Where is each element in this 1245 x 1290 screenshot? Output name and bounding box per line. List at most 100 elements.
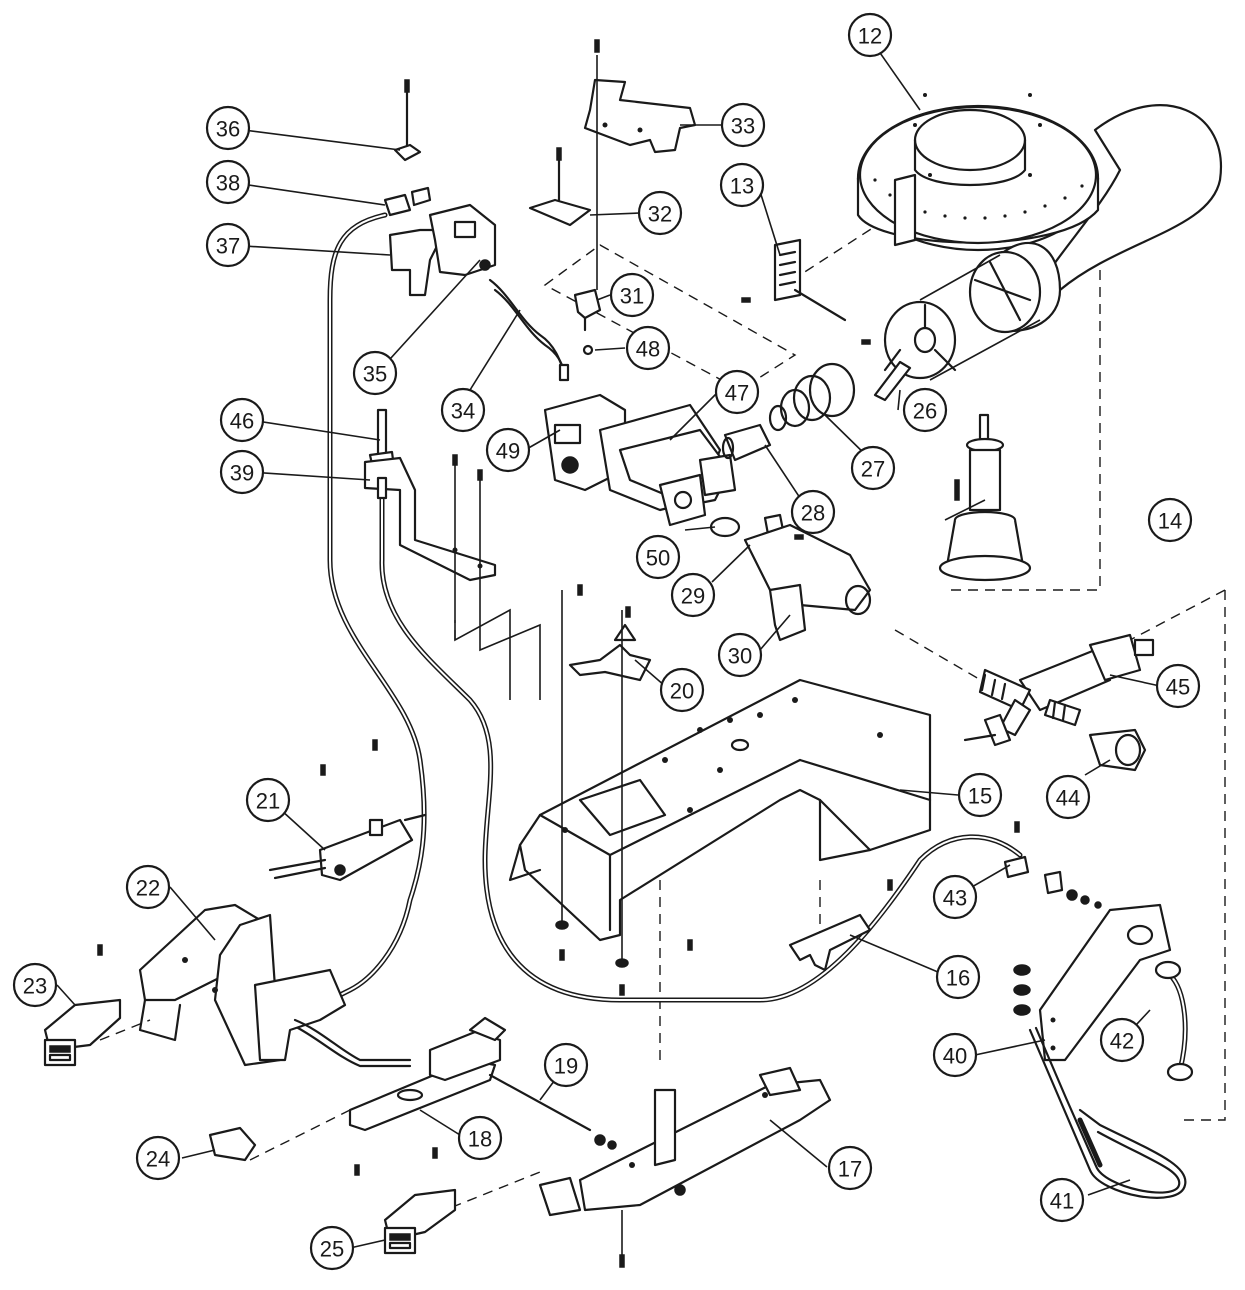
callout-circle [827,1145,873,1191]
callout-47: 47 [714,369,760,415]
callout-28: 28 [790,489,836,535]
nut-part-44 [1088,728,1147,772]
bracket-part-20 [568,584,652,682]
callout-label: 15 [968,784,992,809]
callout-label: 12 [858,24,882,49]
callout-circle [219,397,265,443]
callout-36: 36 [205,105,251,151]
pilot-bracket-part-13 [741,238,847,322]
callout-30: 30 [717,632,763,678]
callout-label: 17 [838,1157,862,1182]
burner-base-part-14 [938,413,1032,582]
callout-label: 25 [320,1237,344,1262]
callout-label: 13 [730,174,754,199]
callout-17: 17 [827,1145,873,1191]
rail-part-18 [348,1016,507,1176]
callout-circle [135,1135,181,1181]
callout-label: 33 [731,114,755,139]
slide-rail-part-17 [538,1066,832,1268]
callout-circle [125,864,171,910]
burner-ring-part-12 [856,93,1223,302]
callout-circle [790,489,836,535]
assembly-dashed-lines [99,219,1226,1221]
callout-circle [352,350,398,396]
callout-50: 50 [635,534,681,580]
callout-circle [957,772,1003,818]
callout-15: 15 [957,772,1003,818]
callout-circle [932,874,978,920]
callout-circle [902,387,948,433]
callout-label: 19 [554,1054,578,1079]
callout-38: 38 [205,159,251,205]
callout-circle [670,572,716,618]
callout-circle [205,222,251,268]
secondary-valve-part-29-30 [743,513,872,642]
chassis-part-15 [508,678,932,942]
callout-label: 49 [496,439,520,464]
pilot-bracket-part-39 [363,408,497,582]
callout-label: 21 [256,789,280,814]
callout-circle [205,105,251,151]
callout-label: 43 [943,886,967,911]
callout-label: 29 [681,584,705,609]
gas-valve-part-47 [543,393,737,527]
callout-circle [12,962,58,1008]
bracket-part-33 [583,39,697,154]
callout-31: 31 [609,272,655,318]
callout-19: 19 [543,1042,589,1088]
ignitor-assembly-parts-36-37-38 [383,79,497,297]
callout-label: 23 [23,974,47,999]
callout-circle [659,667,705,713]
callout-49: 49 [485,427,531,473]
callout-label: 16 [946,966,970,991]
handle-bracket-part-22 [138,903,412,1068]
callout-44: 44 [1045,774,1091,820]
elbow-part-42 [1154,960,1194,1082]
callout-circle [1155,663,1201,709]
valve-fitting-part-31 [573,55,602,356]
callout-25: 25 [309,1225,355,1271]
callout-label: 45 [1166,675,1190,700]
callout-label: 44 [1056,786,1080,811]
igniter-part-21 [268,739,427,882]
callout-circle [719,162,765,208]
callout-23: 23 [12,962,58,1008]
callout-42: 42 [1099,1017,1145,1063]
bracket-part-40 [1013,903,1172,1062]
callout-circle [1045,774,1091,820]
callout-16: 16 [935,954,981,1000]
callout-label: 28 [801,501,825,526]
knob-part-24 [208,1126,257,1162]
callout-label: 27 [861,457,885,482]
callout-18: 18 [457,1115,503,1161]
knob-part-25 [383,1147,457,1255]
callout-label: 20 [670,679,694,704]
callout-circle [205,159,251,205]
callout-circle [847,12,893,58]
callout-label: 22 [136,876,160,901]
knob-part-23 [43,944,122,1067]
chassis-screws [452,454,893,996]
callout-circle [625,325,671,371]
callout-label: 47 [725,381,749,406]
callout-circle [637,190,683,236]
callout-label: 32 [648,202,672,227]
plate-part-32 [528,147,592,227]
callout-circle [543,1042,589,1088]
clip-part-16 [788,913,872,972]
callout-circle [714,369,760,415]
callout-29: 29 [670,572,716,618]
callout-circle [219,449,265,495]
callout-circle [935,954,981,1000]
callout-20: 20 [659,667,705,713]
callout-label: 14 [1158,509,1182,534]
callout-layer: 1213141516171819202122232425262728293031… [12,12,1201,1271]
callout-circle [932,1032,978,1078]
callout-label: 40 [943,1044,967,1069]
callout-35: 35 [352,350,398,396]
callout-27: 27 [850,445,896,491]
callout-26: 26 [902,387,948,433]
callout-label: 26 [913,399,937,424]
callout-label: 35 [363,362,387,387]
callout-37: 37 [205,222,251,268]
